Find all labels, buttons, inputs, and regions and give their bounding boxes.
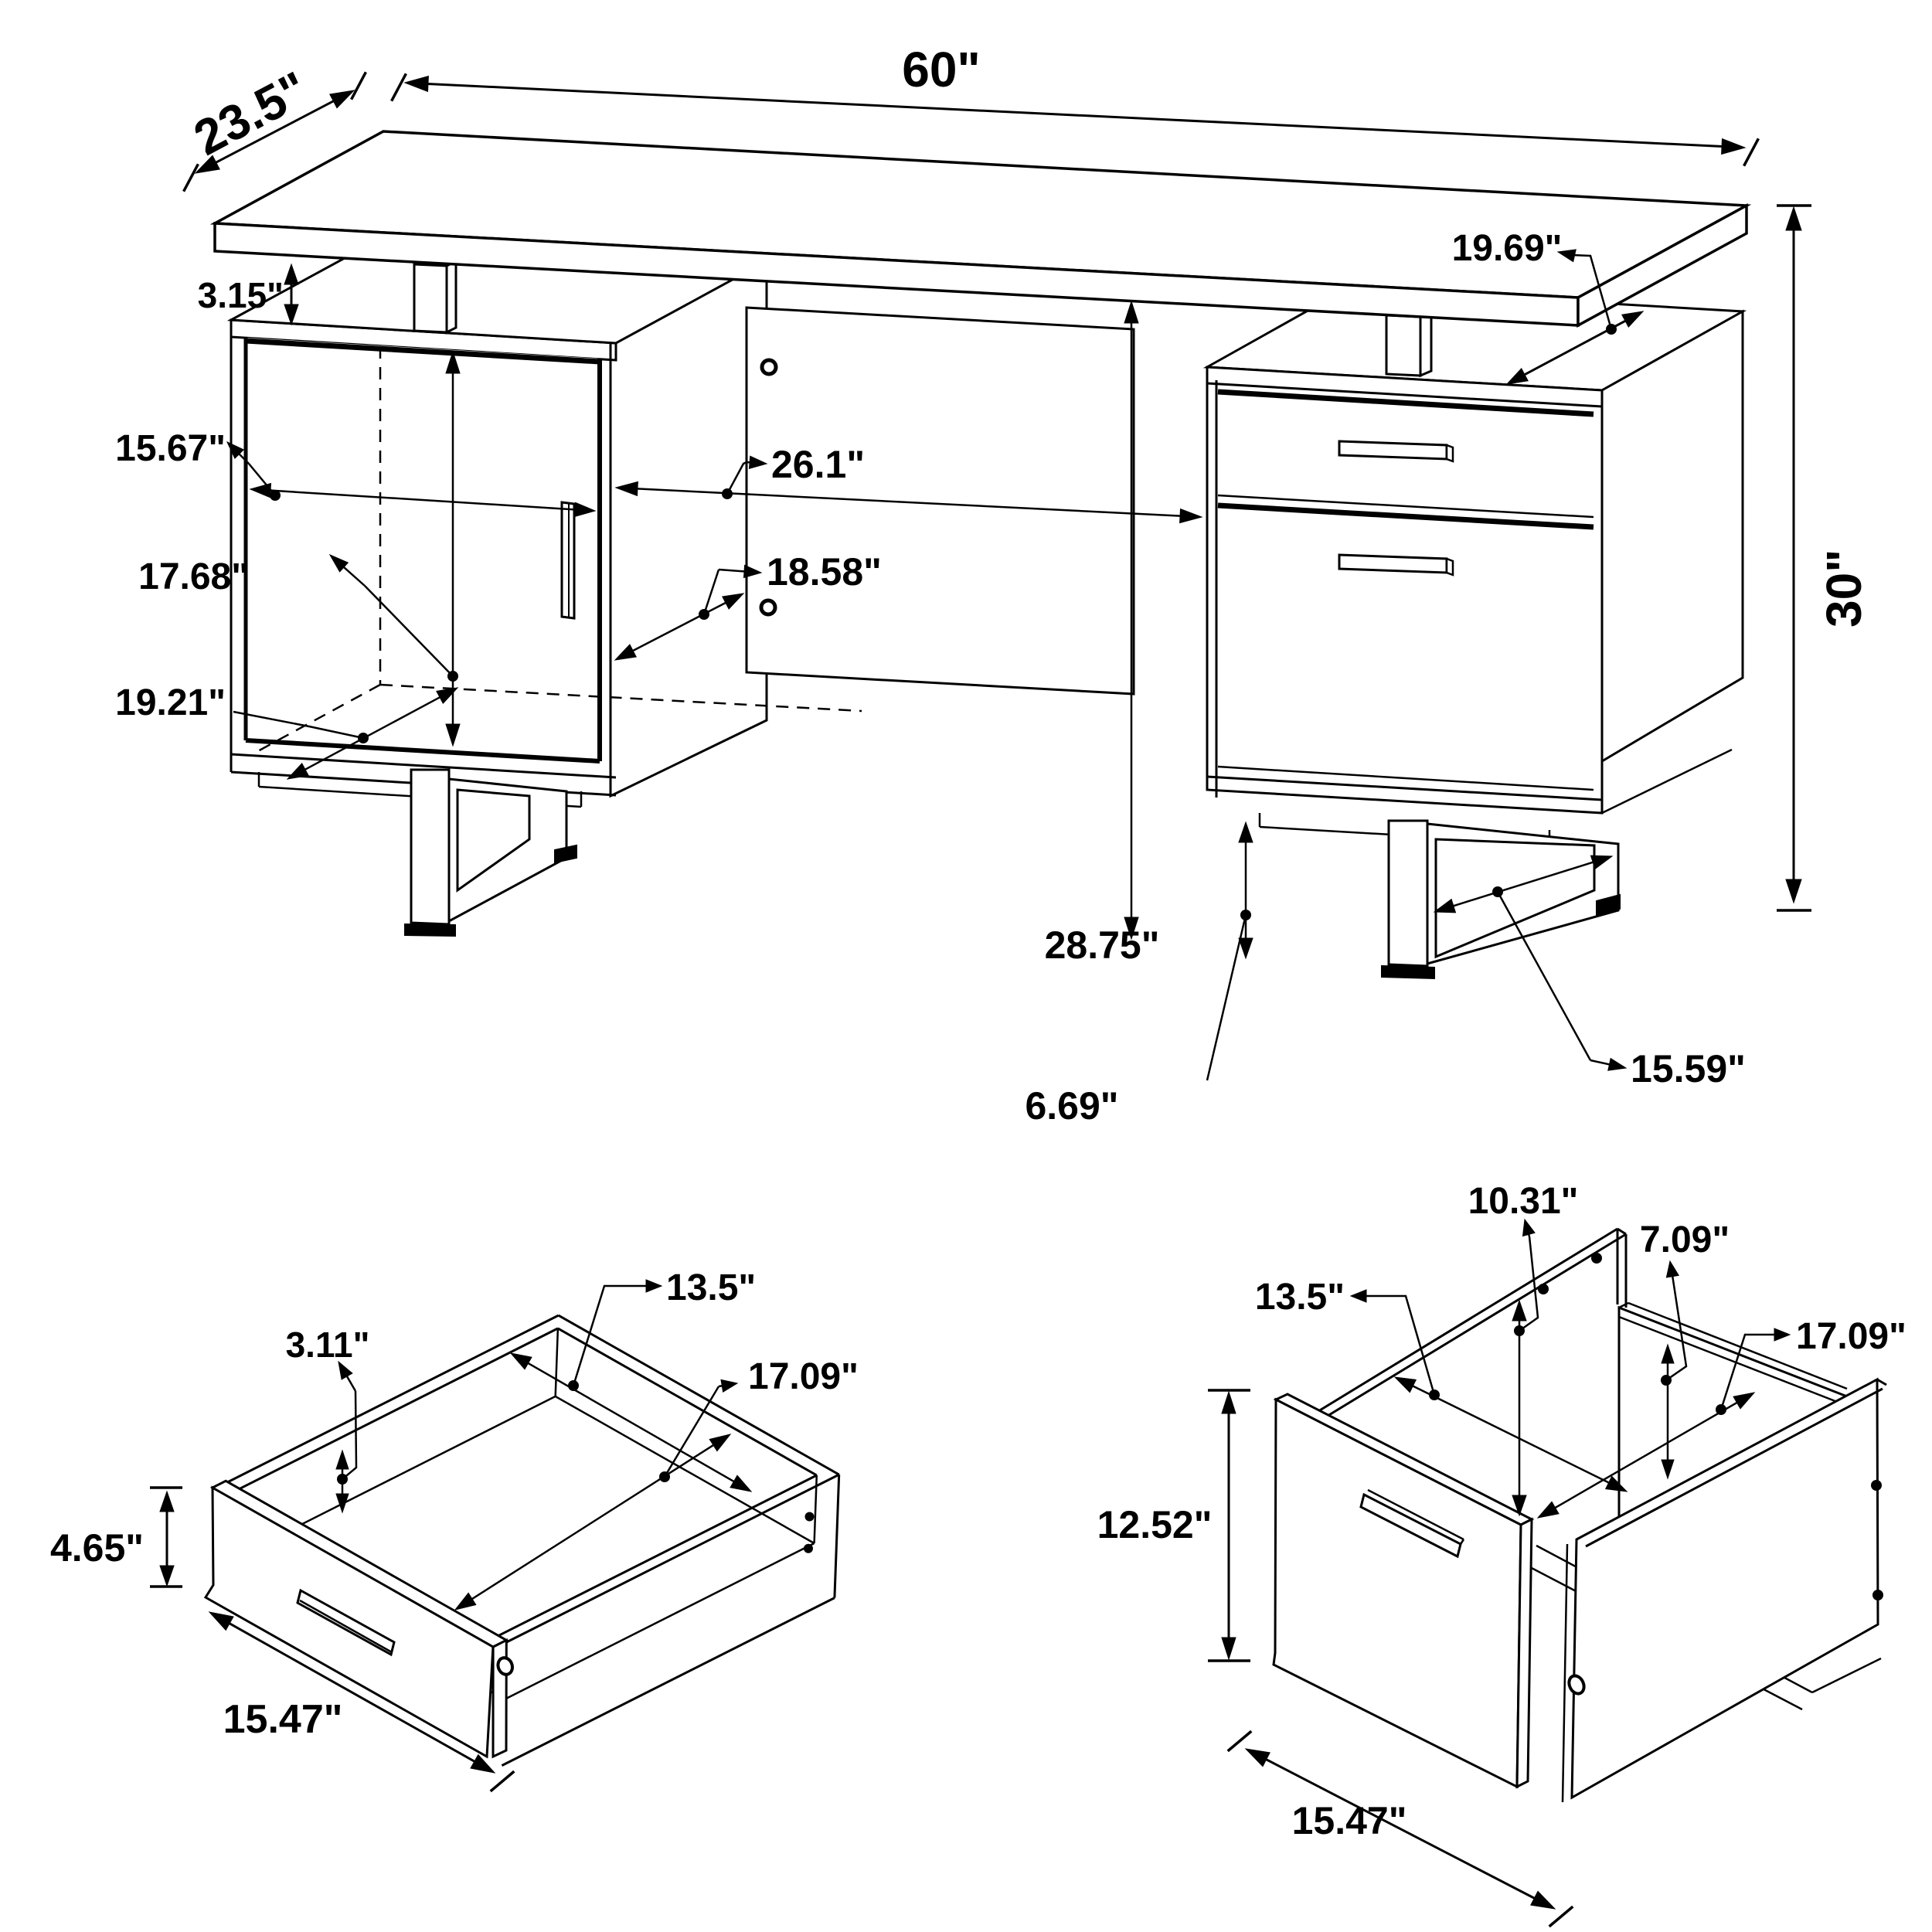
svg-text:6.69": 6.69" [1025, 1084, 1118, 1128]
svg-text:13.5": 13.5" [1255, 1277, 1345, 1318]
svg-text:60": 60" [902, 42, 981, 97]
svg-text:15.47": 15.47" [223, 1697, 343, 1742]
svg-text:3.15": 3.15" [198, 275, 284, 315]
svg-text:3.11": 3.11" [286, 1325, 370, 1365]
svg-text:15.47": 15.47" [1292, 1799, 1407, 1842]
svg-text:12.52": 12.52" [1097, 1503, 1213, 1546]
svg-text:28.75": 28.75" [1045, 923, 1160, 967]
svg-text:26.1": 26.1" [771, 443, 865, 486]
svg-text:15.59": 15.59" [1631, 1047, 1746, 1090]
svg-text:30": 30" [1816, 549, 1872, 628]
svg-text:17.68": 17.68" [138, 556, 249, 597]
svg-text:4.65": 4.65" [50, 1526, 144, 1570]
svg-text:13.5": 13.5" [666, 1267, 756, 1308]
svg-text:15.67": 15.67" [115, 428, 226, 469]
svg-text:10.31": 10.31" [1468, 1181, 1579, 1222]
svg-text:18.58": 18.58" [767, 550, 882, 594]
svg-text:17.09": 17.09" [1796, 1316, 1906, 1357]
svg-text:19.21": 19.21" [115, 682, 226, 723]
svg-text:7.09": 7.09" [1640, 1219, 1730, 1260]
svg-text:19.69": 19.69" [1452, 228, 1563, 269]
svg-text:17.09": 17.09" [748, 1356, 859, 1397]
